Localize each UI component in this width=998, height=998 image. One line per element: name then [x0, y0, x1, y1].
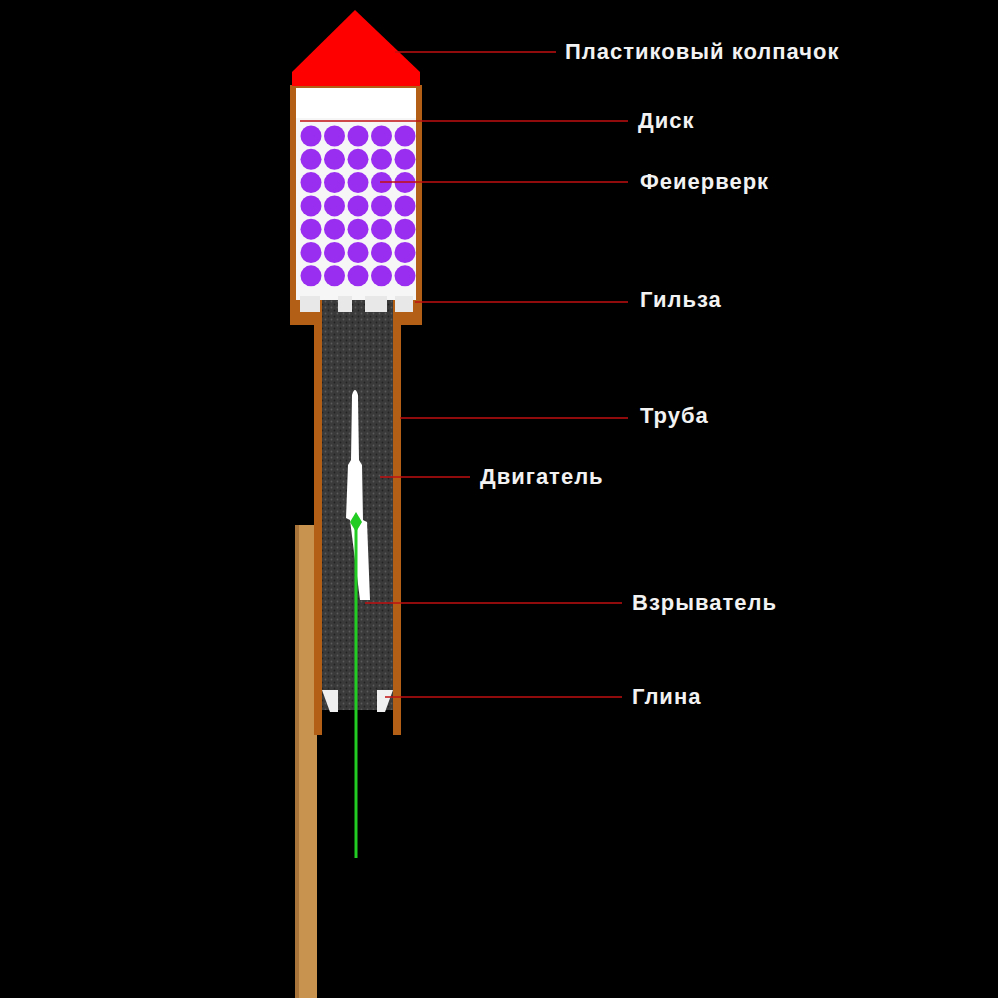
- star-pellet: [301, 149, 322, 170]
- star-pellet: [324, 242, 345, 263]
- casing-spacer: [365, 296, 387, 312]
- casing-spacer: [300, 296, 320, 312]
- tube-wall: [314, 300, 322, 735]
- star-pellet: [324, 219, 345, 240]
- star-pellet: [301, 219, 322, 240]
- star-pellet: [395, 195, 416, 216]
- star-pellet: [348, 172, 369, 193]
- star-pellet: [348, 195, 369, 216]
- star-pellet: [395, 242, 416, 263]
- part-label: Двигатель: [480, 466, 604, 488]
- part-label: Гильза: [640, 289, 722, 311]
- star-pellet: [324, 172, 345, 193]
- tube-wall: [393, 300, 401, 735]
- stars-bay: [296, 118, 416, 300]
- star-pellet: [395, 219, 416, 240]
- star-pellet: [348, 242, 369, 263]
- star-pellet: [348, 149, 369, 170]
- star-pellet: [324, 126, 345, 147]
- star-pellet: [301, 195, 322, 216]
- star-pellet: [395, 149, 416, 170]
- stars: [301, 126, 416, 287]
- star-pellet: [301, 242, 322, 263]
- part-label: Труба: [640, 405, 709, 427]
- casing-spacer: [395, 296, 413, 312]
- star-pellet: [348, 265, 369, 286]
- casing-inner: [296, 88, 416, 300]
- star-pellet: [371, 265, 392, 286]
- star-pellet: [371, 126, 392, 147]
- part-label: Взрыватель: [632, 592, 777, 614]
- star-pellet: [348, 219, 369, 240]
- star-pellet: [395, 126, 416, 147]
- leader-lines: [300, 52, 628, 697]
- star-pellet: [395, 265, 416, 286]
- fuse-tip: [350, 512, 362, 532]
- star-pellet: [371, 195, 392, 216]
- star-pellet: [348, 126, 369, 147]
- part-label: Диск: [638, 110, 694, 132]
- star-pellet: [301, 126, 322, 147]
- star-pellet: [324, 265, 345, 286]
- clay-plug: [377, 690, 393, 712]
- part-label: Пластиковый колпачок: [565, 41, 839, 63]
- plastic-cap: [292, 10, 420, 86]
- stick-edge: [295, 525, 299, 998]
- motor-channel: [346, 390, 370, 600]
- star-pellet: [301, 265, 322, 286]
- disc: [296, 88, 416, 118]
- star-pellet: [371, 219, 392, 240]
- casing-spacer: [338, 296, 352, 312]
- rocket-stick: [295, 525, 317, 998]
- clay-plug: [322, 690, 338, 712]
- part-label: Феиерверк: [640, 171, 769, 193]
- fuse: [355, 515, 358, 858]
- star-pellet: [301, 172, 322, 193]
- star-pellet: [324, 149, 345, 170]
- star-pellet: [371, 149, 392, 170]
- star-pellet: [324, 195, 345, 216]
- part-label: Глина: [632, 686, 701, 708]
- star-pellet: [371, 242, 392, 263]
